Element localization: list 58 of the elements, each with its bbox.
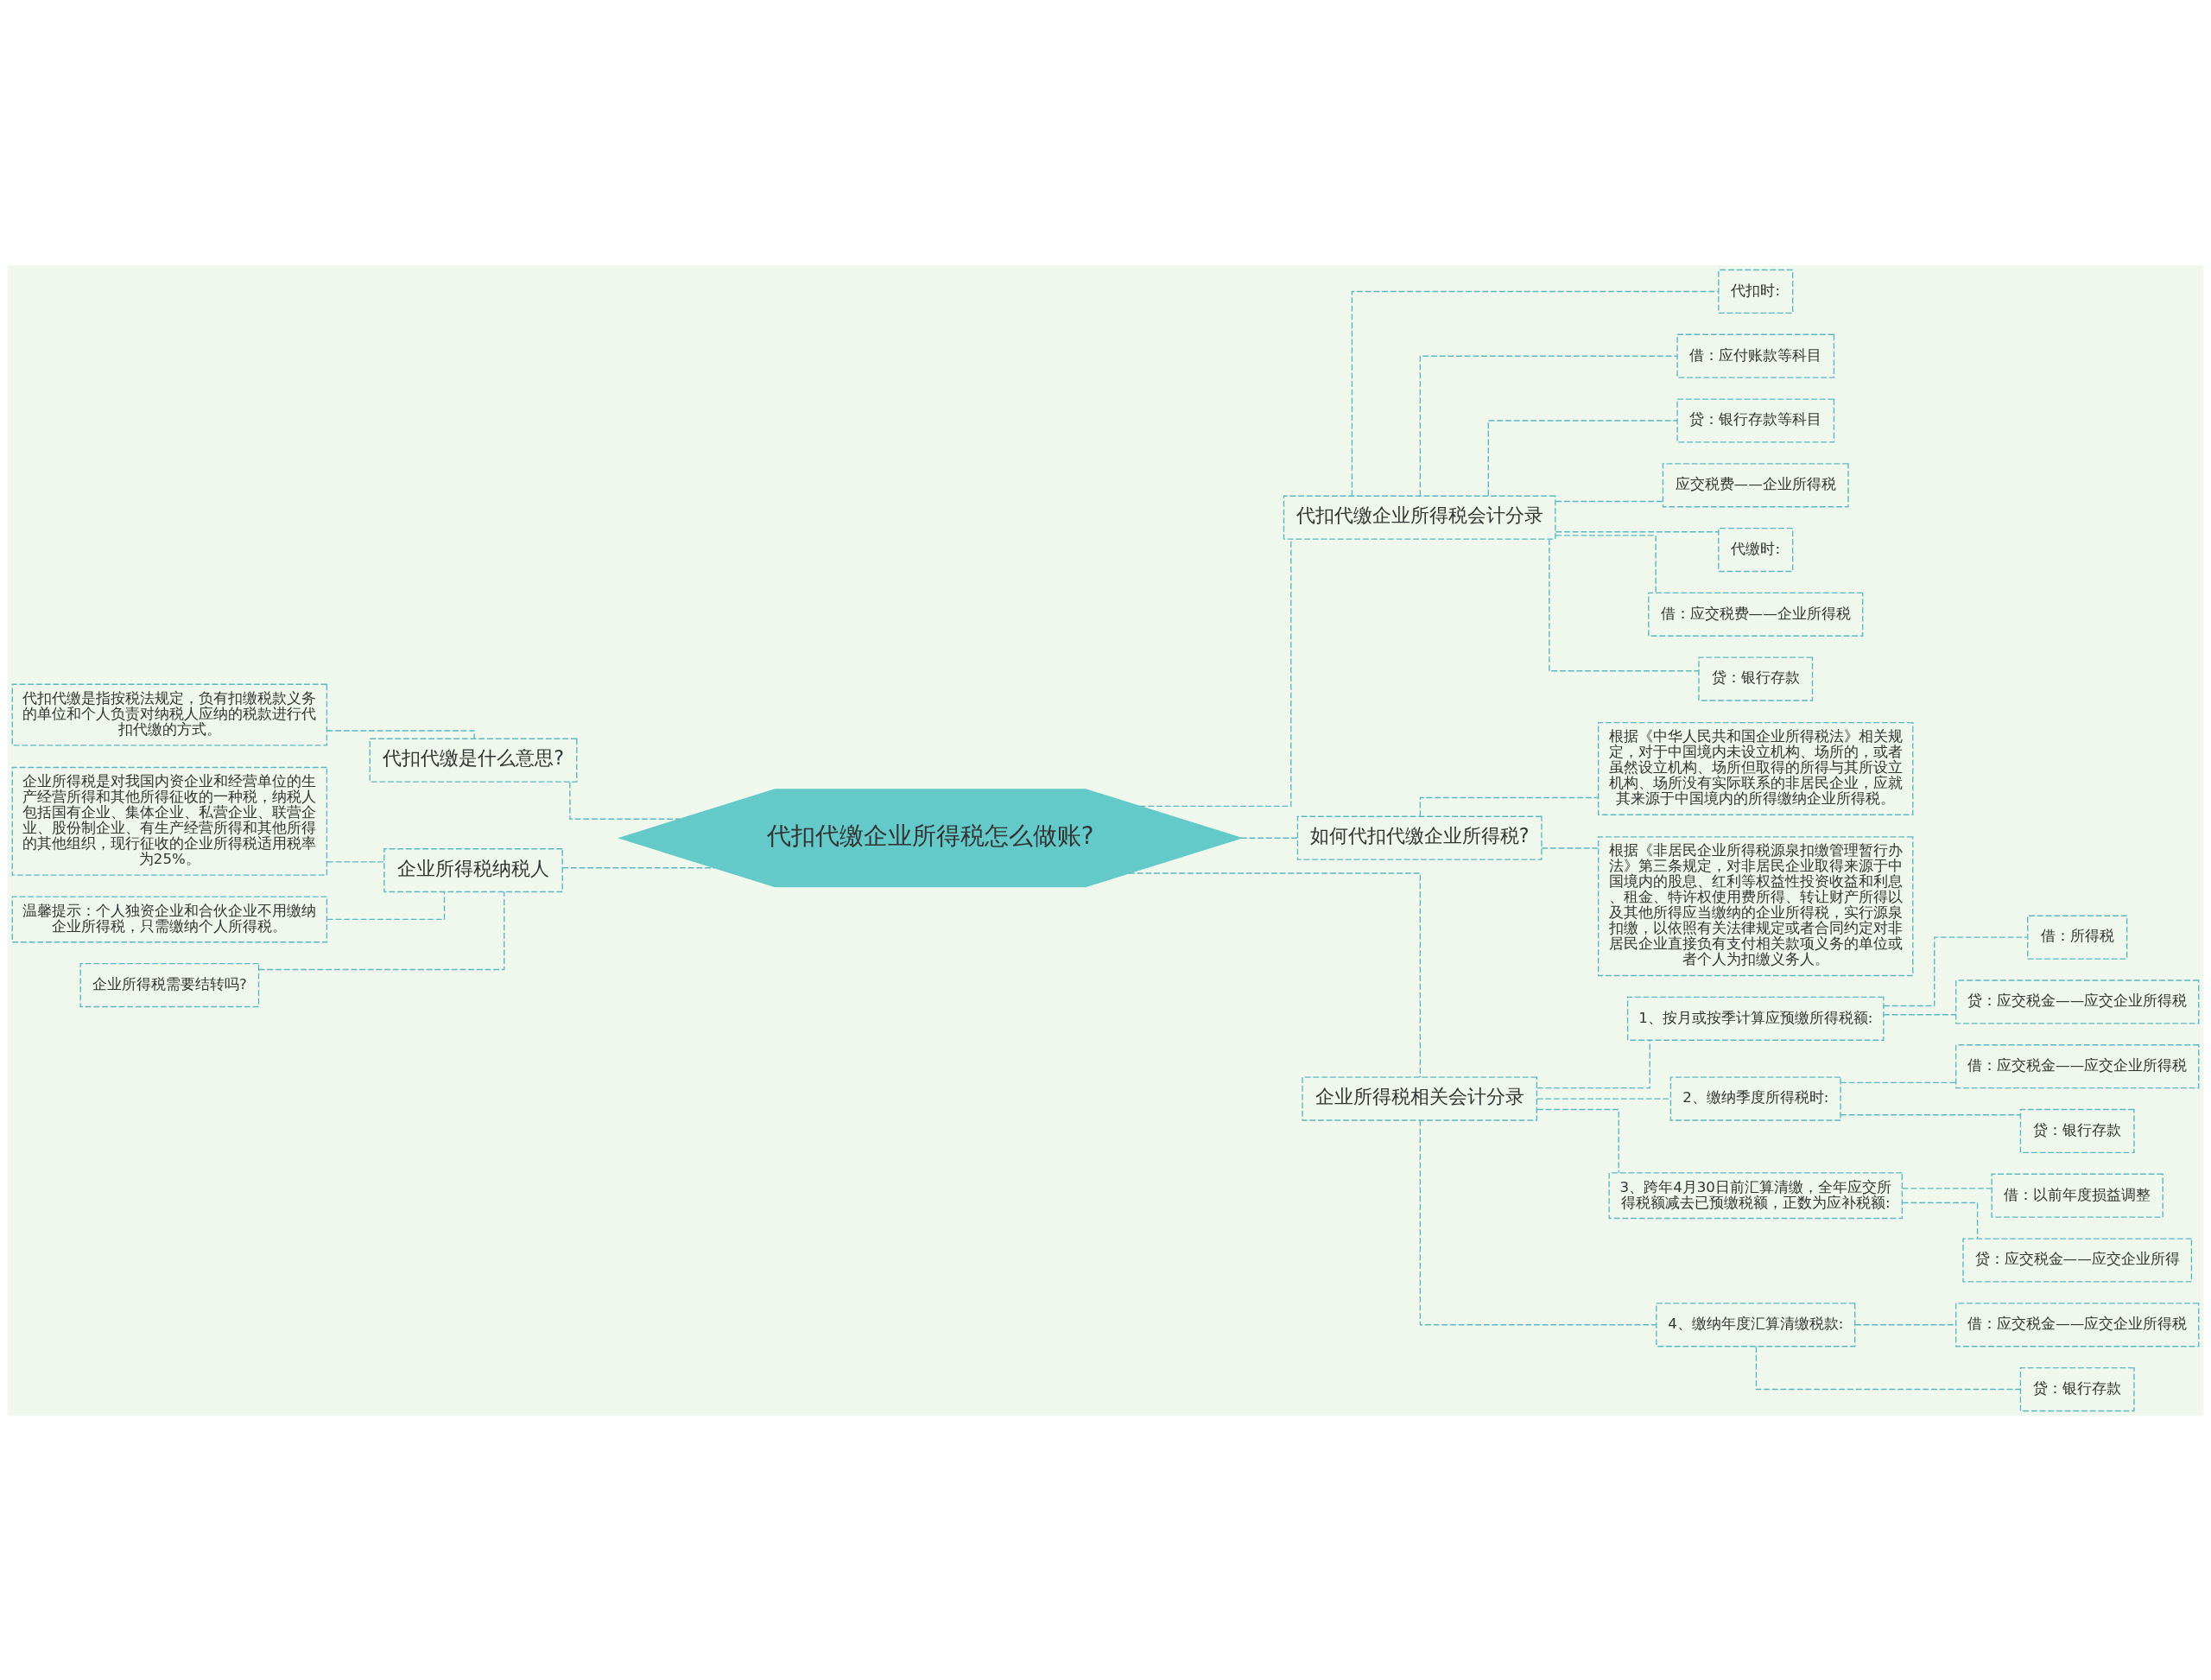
connector xyxy=(1536,1097,1671,1100)
node-box: 贷：银行存款等科目 xyxy=(1676,397,1835,443)
connector xyxy=(1351,290,1720,497)
node-box: 企业所得税需要结转吗? xyxy=(79,962,260,1007)
connector xyxy=(561,866,715,868)
node-box: 借：应交税金——应交企业所得税 xyxy=(1954,1043,2200,1088)
connector xyxy=(257,891,505,970)
connector xyxy=(1128,872,1422,1078)
node-box: 代扣代缴是什么意思? xyxy=(369,738,578,783)
node-box: 3、跨年4月30日前汇算清缴，全年应交所得税额减去已预缴税额，正数为应补税额: xyxy=(1608,1171,1904,1219)
connector xyxy=(1555,534,1657,593)
connector xyxy=(1541,846,1599,849)
node-box: 借：应交税费——企业所得税 xyxy=(1648,592,1864,637)
connector xyxy=(1555,530,1720,532)
node-box: 如何代扣代缴企业所得税? xyxy=(1296,815,1543,860)
node-box: 借：以前年度损益调整 xyxy=(1991,1173,2163,1218)
node-box: 代扣时: xyxy=(1718,269,1794,314)
connector xyxy=(326,860,385,863)
connector xyxy=(1240,837,1298,839)
node-box: 借：应交税金——应交企业所得税 xyxy=(1954,1302,2200,1347)
node-box: 企业所得税是对我国内资企业和经营单位的生产经营所得和其他所得征收的一种税，纳税人包括国有企业、集体企业、私营企业、联营企业、股份制企业、有生产经营所得和其他所得的其他组织，现行征收的企业所得税适用税率为25%。 xyxy=(11,766,328,876)
connector xyxy=(1555,500,1663,502)
node-box: 贷：应交税金——应交企业所得税 xyxy=(1954,979,2200,1024)
connector xyxy=(1901,1187,1992,1189)
connector xyxy=(326,729,475,739)
node-box: 借：所得税 xyxy=(2027,915,2128,960)
connector xyxy=(569,781,681,820)
node-box: 借：应付账款等科目 xyxy=(1676,333,1835,378)
connector xyxy=(1883,935,2029,1006)
node-box: 根据《非居民企业所得税源泉扣缴管理暂行办法》第三条规定，对非居民企业取得来源于中国境内的股息、红利等权益性投资收益和利息、租金、特许权使用费所得、转让财产所得以及其他所得应当缴纳的企业所得税，实行源泉扣缴，以依照有关法律规定或者合同约定对非居民企业直接负有支付相关款项义务的单位或者个人为扣缴义务人。 xyxy=(1597,835,1914,976)
node-box: 4、缴纳年度汇算清缴税款: xyxy=(1656,1302,1856,1347)
connector xyxy=(1901,1201,1979,1239)
connector xyxy=(1840,1081,1957,1083)
connector xyxy=(1419,355,1678,497)
node-box: 代缴时: xyxy=(1718,527,1794,572)
node-box: 1、按月或按季计算应预缴所得税额: xyxy=(1626,996,1885,1041)
connector xyxy=(1755,1345,2021,1390)
connector xyxy=(1536,1039,1650,1088)
node-box: 贷：应交税金——应交企业所得 xyxy=(1962,1237,2193,1283)
node-box: 贷：银行存款 xyxy=(1698,656,1814,701)
node-box: 根据《中华人民共和国企业所得税法》相关规定，对于中国境内未设立机构、场所的，或者虽然设立机构、场所但取得的所得与其所设立机构、场所没有实际联系的非居民企业，应就其来源于中国境内的所得缴纳企业所得税。 xyxy=(1597,721,1914,815)
node-box: 贷：银行存款 xyxy=(2019,1108,2135,1153)
node-box: 贷：银行存款 xyxy=(2019,1366,2135,1411)
connector xyxy=(1840,1113,2021,1115)
node-box: 企业所得税相关会计分录 xyxy=(1302,1075,1538,1121)
connector xyxy=(1536,1108,1619,1173)
connector xyxy=(1487,419,1678,496)
connector xyxy=(1419,1119,1657,1325)
connector xyxy=(1549,538,1700,671)
node-box: 企业所得税纳税人 xyxy=(383,847,563,892)
connector xyxy=(1854,1323,1956,1325)
connector xyxy=(326,891,446,920)
connector xyxy=(1883,1013,1956,1015)
node-box: 温馨提示：个人独资企业和合伙企业不用缴纳企业所得税，只需缴纳个人所得税。 xyxy=(11,895,328,942)
node-box: 应交税费——企业所得税 xyxy=(1662,462,1849,507)
node-box: 代扣代缴是指按税法规定，负有扣缴税款义务的单位和个人负责对纳税人应纳的税款进行代扣代缴的方式。 xyxy=(11,683,328,746)
node-box: 代扣代缴企业所得税会计分录 xyxy=(1283,495,1556,540)
node-box: 2、缴纳季度所得税时: xyxy=(1669,1075,1841,1121)
